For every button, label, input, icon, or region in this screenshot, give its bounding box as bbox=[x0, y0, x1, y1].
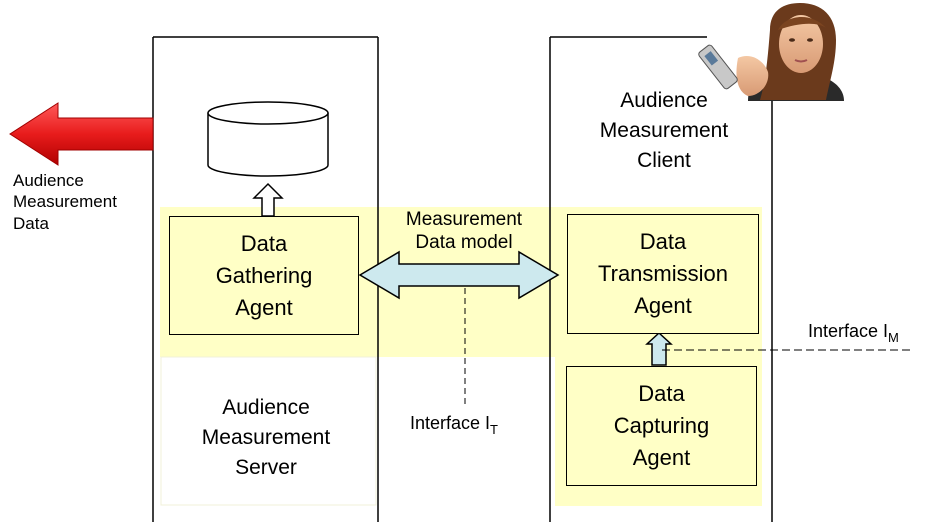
server-lower-frame bbox=[160, 356, 377, 506]
output-data-arrow bbox=[9, 102, 154, 166]
interface-t-label: Interface IT bbox=[410, 413, 498, 437]
data-gathering-agent-box: Data Gathering Agent bbox=[169, 216, 359, 335]
data-capturing-agent-box: Data Capturing Agent bbox=[566, 366, 757, 486]
server-title: Audience Measurement Server bbox=[201, 396, 331, 479]
capture-to-transmit-arrow bbox=[645, 331, 673, 366]
woman-with-phone-photo bbox=[698, 3, 844, 101]
interface-m-label: Interface IM bbox=[808, 321, 899, 345]
upload-arrow bbox=[252, 182, 284, 217]
output-data-label: Audience Measurement Data bbox=[13, 171, 117, 233]
data-model-label: Measurement Data model bbox=[405, 209, 523, 253]
data-model-double-arrow bbox=[358, 250, 560, 300]
database-icon bbox=[207, 101, 329, 177]
client-title: Audience Measurement Client bbox=[599, 89, 729, 172]
data-transmission-agent-box: Data Transmission Agent bbox=[567, 214, 759, 334]
